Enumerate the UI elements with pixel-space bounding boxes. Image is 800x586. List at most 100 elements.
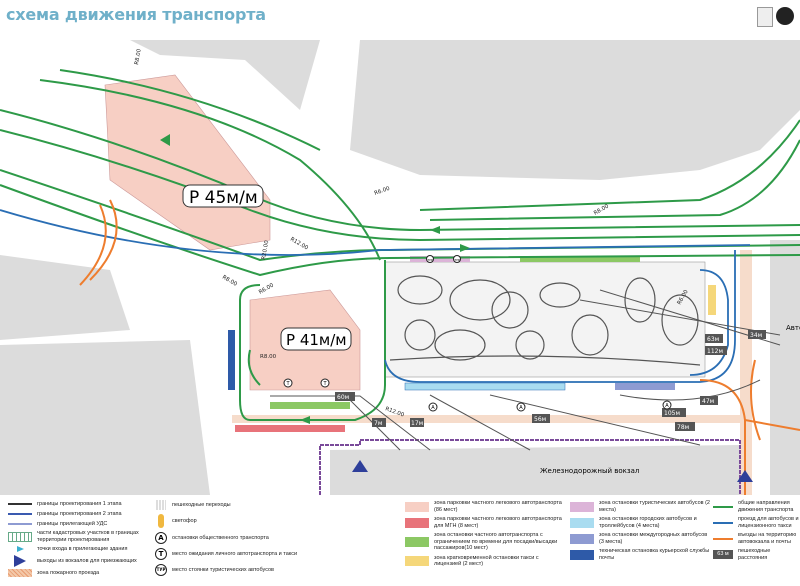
svg-text:112м: 112м [707, 348, 723, 355]
dropoff-zone [520, 256, 640, 262]
distance-sample: 63 м [713, 550, 733, 559]
legend-label: границы прилегающей УДС [37, 520, 108, 527]
exit-arrow-icon [352, 460, 368, 472]
svg-text:R8.00: R8.00 [134, 48, 143, 65]
legend-label: пешеходные переходы [172, 501, 231, 508]
svg-text:56м: 56м [534, 416, 546, 423]
mail-stop-zone [228, 330, 235, 390]
legend-label: остановки общественного транспорта [172, 534, 269, 541]
legend-label: зона остановки туристических автобусов (… [599, 500, 710, 513]
svg-text:A: A [431, 405, 435, 411]
legend-swatch [570, 501, 594, 512]
svg-text:7м: 7м [374, 420, 382, 427]
legend-label: место ожидания личного автотранспорта и … [172, 550, 298, 557]
legend-line-orange [713, 537, 733, 540]
tour-bus-icon: ТУР [155, 564, 167, 576]
taxi-icon: T [155, 548, 167, 560]
svg-text:105м: 105м [664, 410, 680, 417]
svg-text:T: T [285, 381, 290, 387]
exit-arrow-icon [737, 470, 753, 482]
svg-text:ТУР: ТУР [453, 258, 460, 262]
taxi-zone [708, 285, 716, 315]
legend-line-stage2 [8, 513, 32, 515]
svg-text:47м: 47м [702, 398, 714, 405]
legend-label: точки входа в прилегающие здания [37, 545, 128, 552]
parking-label-1: P 45м/м [182, 184, 264, 208]
intercity-bus-zone [615, 383, 675, 390]
legend-label: пешеходные расстояния [738, 548, 771, 561]
legend-label: зона остановки частного автотранспорта с… [434, 532, 558, 551]
city-bus-zone [404, 382, 566, 391]
station-label: Железнодорожный вокзал [540, 467, 639, 475]
exit-icon [14, 555, 26, 567]
svg-text:63м: 63м [707, 336, 719, 343]
legend-column-1: границы проектирования 1 этапа границы п… [8, 500, 153, 577]
fire-lane [232, 415, 752, 423]
direction-arrows [160, 134, 470, 424]
legend-label: техническая остановка курьерской службы … [599, 548, 710, 561]
bus-station-label: Авто [786, 324, 800, 332]
distance-labels: 60м 7м 17м 56м 63м 34м 112м 47м 105м 78м [335, 330, 766, 431]
legend-label: зона парковки частного легкового автотра… [434, 500, 562, 513]
svg-text:P 45м/м: P 45м/м [189, 188, 258, 208]
pedestrian-crossing-icon [156, 500, 166, 510]
svg-text:A: A [519, 405, 523, 411]
legend-column-3: зона парковки частного легкового автотра… [405, 500, 565, 568]
station-outline [319, 439, 741, 495]
tourist-bus-zone [410, 256, 470, 262]
fire-lane-swatch [8, 569, 32, 577]
bus-stop-icon: A [155, 532, 167, 544]
legend-label: светофор [172, 517, 197, 524]
svg-text:17м: 17м [411, 420, 423, 427]
parking-label-2: P 41м/м [280, 327, 352, 351]
svg-text:60м: 60м [337, 394, 349, 401]
legend-swatch [405, 501, 429, 512]
legend-label: зона остановки городских автобусов и тро… [599, 516, 697, 529]
transport-map: P 45м/м P 41м/м Железнодорожный вокзал А… [0, 40, 800, 495]
legend-swatch [405, 536, 429, 547]
legend-label: границы проектирования 1 этапа [37, 500, 122, 507]
traffic-light-icon [158, 514, 164, 528]
entry-routes [79, 199, 800, 495]
legend-swatch [570, 549, 594, 560]
legend-swatch [405, 517, 429, 528]
park-paths [389, 275, 701, 366]
legend-label: зона парковки частного легкового автотра… [434, 516, 562, 529]
svg-text:78м: 78м [677, 424, 689, 431]
legend-label: выходы из вокзалов для приезжающих [37, 557, 137, 564]
svg-text:R20.00: R20.00 [261, 240, 270, 261]
legend-swatch [570, 533, 594, 544]
legend-label: общие направления движения транспорта [738, 500, 794, 513]
page-title: схема движения транспорта [6, 5, 266, 24]
svg-text:R6.00: R6.00 [374, 186, 392, 197]
legend-label: части кадастровых участков в границах те… [37, 530, 139, 543]
dropoff-zone-2 [270, 402, 350, 409]
legend-label: границы проектирования 2 этапа [37, 510, 122, 517]
svg-text:A: A [665, 403, 669, 409]
svg-text:ТУР: ТУР [426, 258, 433, 262]
legend-label: зона кратковременной остановки такси с л… [434, 554, 539, 568]
svg-text:P 41м/м: P 41м/м [286, 331, 347, 349]
svg-text:T: T [322, 381, 327, 387]
legend-line-uds [8, 523, 32, 525]
legend-swatch [405, 556, 429, 566]
legend-swatch [570, 517, 594, 528]
legend-line-green [713, 505, 733, 508]
legend-label: въезды на территорию автовокзала и почты [738, 532, 797, 545]
fire-lane-2 [740, 250, 752, 495]
legend-cadastral-swatch [8, 531, 32, 542]
coat-of-arms-logo [757, 7, 773, 27]
legend-label: зона пожарного проезда [37, 569, 100, 576]
legend-column-5: общие направления движения транспорта пр… [713, 500, 799, 561]
entry-point-icon [16, 546, 24, 552]
stop-markers: A A A T T ТУР ТУР [283, 255, 672, 412]
emblem-logo [776, 7, 794, 25]
mgn-parking-zone [235, 425, 345, 432]
legend-line-stage1 [8, 503, 32, 505]
legend-label: зона остановки междугородных автобусов (… [599, 532, 708, 545]
legend-label: проезд для автобусов и лицензионного так… [738, 516, 799, 529]
legend-label: место стоянки туристических автобусов [172, 566, 274, 573]
svg-text:R8.00: R8.00 [260, 354, 277, 360]
svg-text:34м: 34м [750, 332, 762, 339]
legend-column-4: зона остановки туристических автобусов (… [570, 500, 710, 561]
